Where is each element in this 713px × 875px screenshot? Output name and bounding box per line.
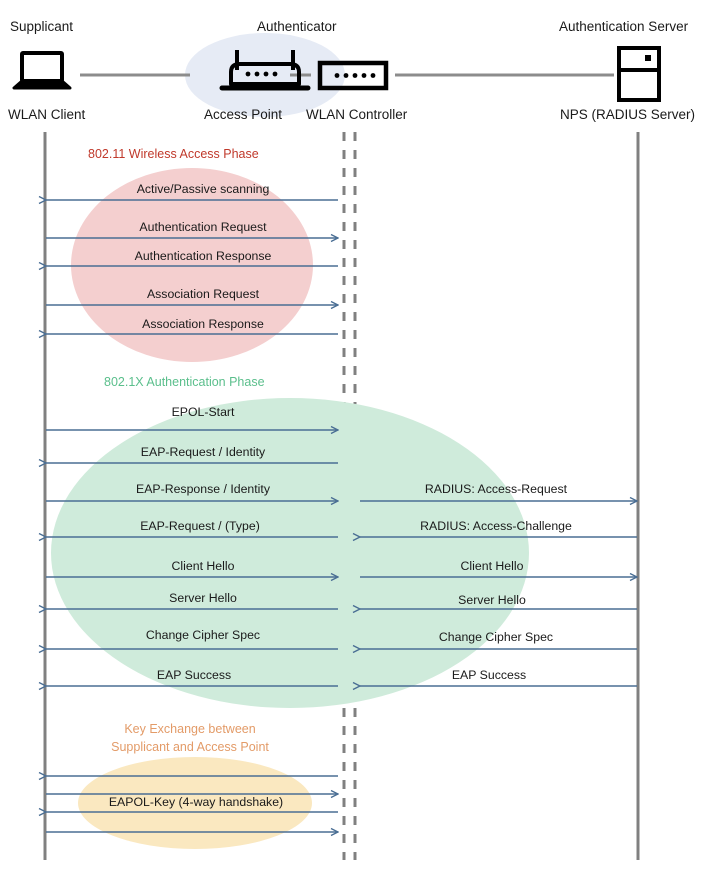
phase-title-dot1x-authentication: 802.1X Authentication Phase [104,375,265,389]
msg-label-authentication-request: Authentication Request [139,220,267,234]
node-label-access-point: Access Point [204,107,283,122]
msg-label-change-cipher-spec-right: Change Cipher Spec [438,630,554,644]
role-label-authenticator: Authenticator [257,19,337,34]
msg-label-eap-request-type: EAP-Request / (Type) [140,519,260,533]
network-switch-icon [317,60,389,91]
phase-title-key-exchange-line1: Key Exchange between [124,722,256,736]
msg-label-client-hello-left: Client Hello [171,559,235,573]
msg-label-eap-response-identity: EAP-Response / Identity [136,482,270,496]
server-tower-icon [617,46,661,102]
msg-label-server-hello-right: Server Hello [458,593,526,607]
msg-label-change-cipher-spec-left: Change Cipher Spec [145,628,261,642]
msg-label-active-passive-scanning: Active/Passive scanning [136,182,270,196]
msg-label-eap-success-right: EAP Success [451,668,527,682]
node-label-wlan-controller: WLAN Controller [306,107,408,122]
phase-ellipse-key-exchange [78,757,312,849]
msg-label-association-response: Association Response [142,317,264,331]
node-label-wlan-client: WLAN Client [8,107,86,122]
phase3-arrows [46,776,338,832]
msg-label-radius-access-challenge: RADIUS: Access-Challenge [420,519,572,533]
role-label-authentication-server: Authentication Server [559,19,689,34]
msg-label-authentication-response: Authentication Response [134,249,272,263]
node-label-nps-radius-server: NPS (RADIUS Server) [560,107,696,122]
laptop-icon [12,51,72,90]
role-label-supplicant: Supplicant [10,19,74,34]
phase-ellipse-wireless-access [71,168,313,362]
phase-ellipse-dot1x [51,398,529,708]
phase1-arrows [46,200,338,334]
msg-label-radius-access-request: RADIUS: Access-Request [424,482,568,496]
msg-label-association-request: Association Request [146,287,260,301]
msg-label-eap-success-left: EAP Success [156,668,232,682]
wireless-router-icon [219,50,311,91]
msg-label-server-hello-left: Server Hello [169,591,237,605]
msg-label-eap-request-identity: EAP-Request / Identity [140,445,266,459]
phase2-arrows-left [46,430,338,686]
phase2-arrows-right [360,501,637,686]
phase-title-wireless-access: 802.11 Wireless Access Phase [88,147,259,161]
msg-label-eapol-key-handshake: EAPOL-Key (4-way handshake) [108,795,284,809]
msg-label-epol-start: EPOL-Start [171,405,235,419]
phase-title-key-exchange-line2: Supplicant and Access Point [111,740,269,754]
msg-label-client-hello-right: Client Hello [460,559,524,573]
